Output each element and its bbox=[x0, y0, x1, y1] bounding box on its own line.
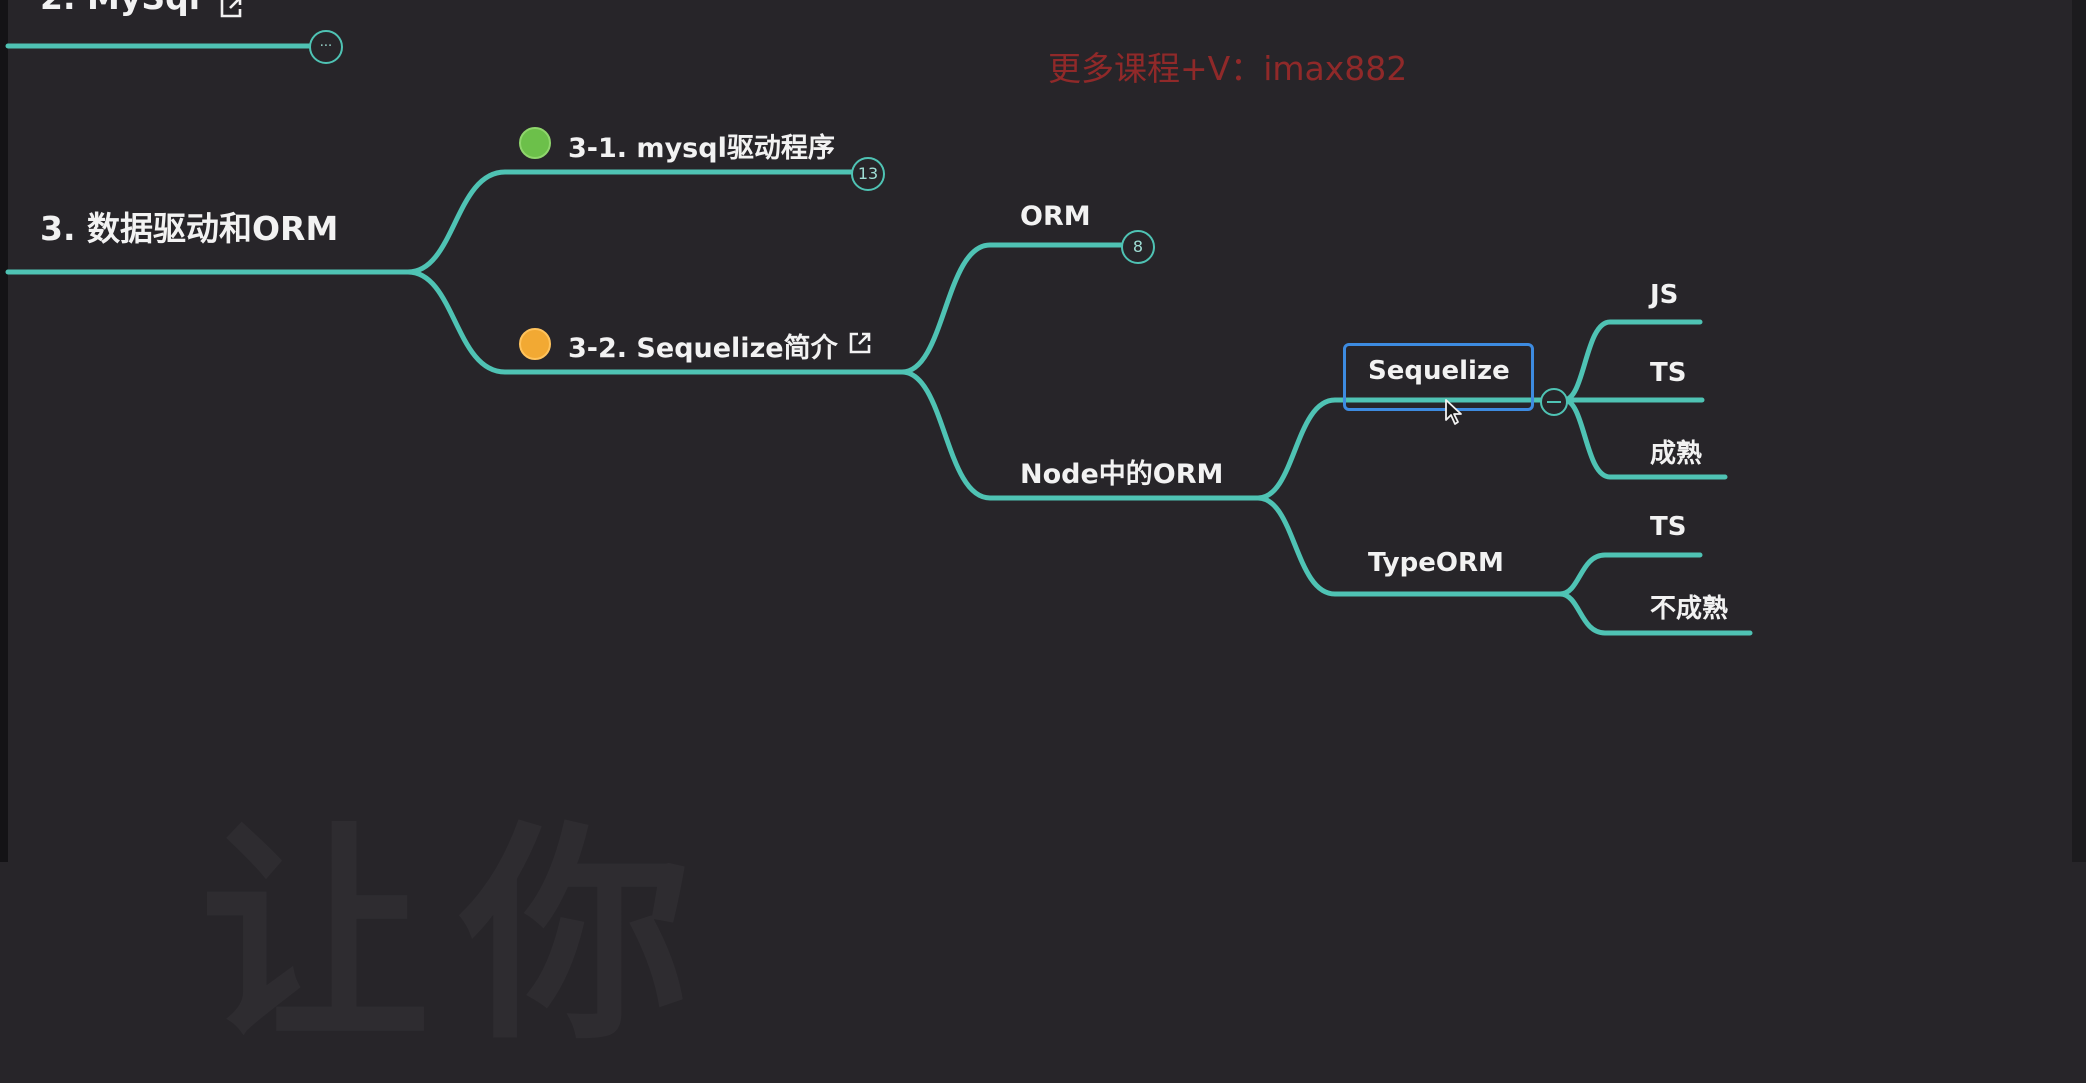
node-orm-label: ORM bbox=[1020, 201, 1091, 232]
branch-typeorm bbox=[1255, 495, 1563, 597]
node-node-orm-label: Node中的ORM bbox=[1020, 459, 1224, 490]
branch-sequelize bbox=[1255, 397, 1555, 501]
branch-js bbox=[1561, 319, 1703, 403]
node-seq-js[interactable]: JS bbox=[1650, 280, 1678, 310]
branch-typeorm-immature bbox=[1557, 591, 1753, 636]
more-collapsed-icon[interactable]: ··· bbox=[309, 30, 343, 64]
node-sequelize[interactable]: Sequelize bbox=[1368, 356, 1510, 386]
node-typeorm-ts-label: TS bbox=[1650, 512, 1687, 542]
green-priority-dot-icon bbox=[519, 127, 551, 159]
left-edge bbox=[0, 0, 8, 862]
node-sequelize-label: Sequelize bbox=[1368, 356, 1510, 386]
node-driver[interactable]: 3-1. mysql驱动程序 bbox=[568, 126, 835, 165]
node-seq-ts-label: TS bbox=[1650, 358, 1687, 388]
collapse-minus-icon[interactable] bbox=[1540, 388, 1568, 416]
node-node-orm[interactable]: Node中的ORM bbox=[1020, 452, 1223, 491]
branch-sequelize-intro bbox=[405, 269, 905, 375]
node-driver-count-badge[interactable]: 13 bbox=[851, 157, 885, 191]
node-typeorm[interactable]: TypeORM bbox=[1368, 548, 1504, 578]
node-typeorm-label: TypeORM bbox=[1368, 548, 1504, 578]
node-typeorm-ts[interactable]: TS bbox=[1650, 512, 1686, 542]
external-link-icon[interactable] bbox=[847, 330, 873, 356]
watermark-text: 更多课程+V：imax882 bbox=[1048, 49, 1408, 88]
orange-priority-dot-icon bbox=[519, 328, 551, 360]
external-link-icon[interactable] bbox=[218, 0, 244, 20]
node-mysql-label: 2. MySql bbox=[40, 0, 200, 17]
node-sequelize-intro[interactable]: 3-2. Sequelize简介 bbox=[568, 326, 838, 365]
node-seq-mature[interactable]: 成熟 bbox=[1650, 433, 1702, 470]
node-seq-ts[interactable]: TS bbox=[1650, 358, 1686, 388]
node-sequelize-intro-label: 3-2. Sequelize简介 bbox=[568, 333, 838, 364]
node-seq-mature-label: 成熟 bbox=[1650, 439, 1703, 469]
node-main-topic[interactable]: 3. 数据驱动和ORM bbox=[40, 202, 338, 250]
branch-node-orm bbox=[899, 369, 1261, 501]
right-edge bbox=[2072, 0, 2086, 862]
node-seq-js-label: JS bbox=[1650, 280, 1679, 310]
mouse-pointer-icon bbox=[1445, 399, 1462, 425]
branch-driver bbox=[405, 169, 871, 275]
selection-highlight bbox=[1343, 343, 1534, 411]
branch-typeorm-ts bbox=[1557, 552, 1703, 597]
node-typeorm-immature-label: 不成熟 bbox=[1650, 594, 1729, 624]
node-orm[interactable]: ORM bbox=[1020, 201, 1091, 232]
node-main-label: 3. 数据驱动和ORM bbox=[40, 209, 339, 248]
branch-orm bbox=[899, 242, 1126, 375]
mindmap-connections bbox=[5, 43, 1753, 636]
node-mysql[interactable]: 2. MySql bbox=[40, 0, 200, 17]
node-orm-count-badge[interactable]: 8 bbox=[1121, 230, 1155, 264]
branch-mature bbox=[1561, 397, 1728, 480]
node-driver-label: 3-1. mysql驱动程序 bbox=[568, 133, 835, 164]
node-typeorm-immature[interactable]: 不成熟 bbox=[1650, 588, 1728, 625]
